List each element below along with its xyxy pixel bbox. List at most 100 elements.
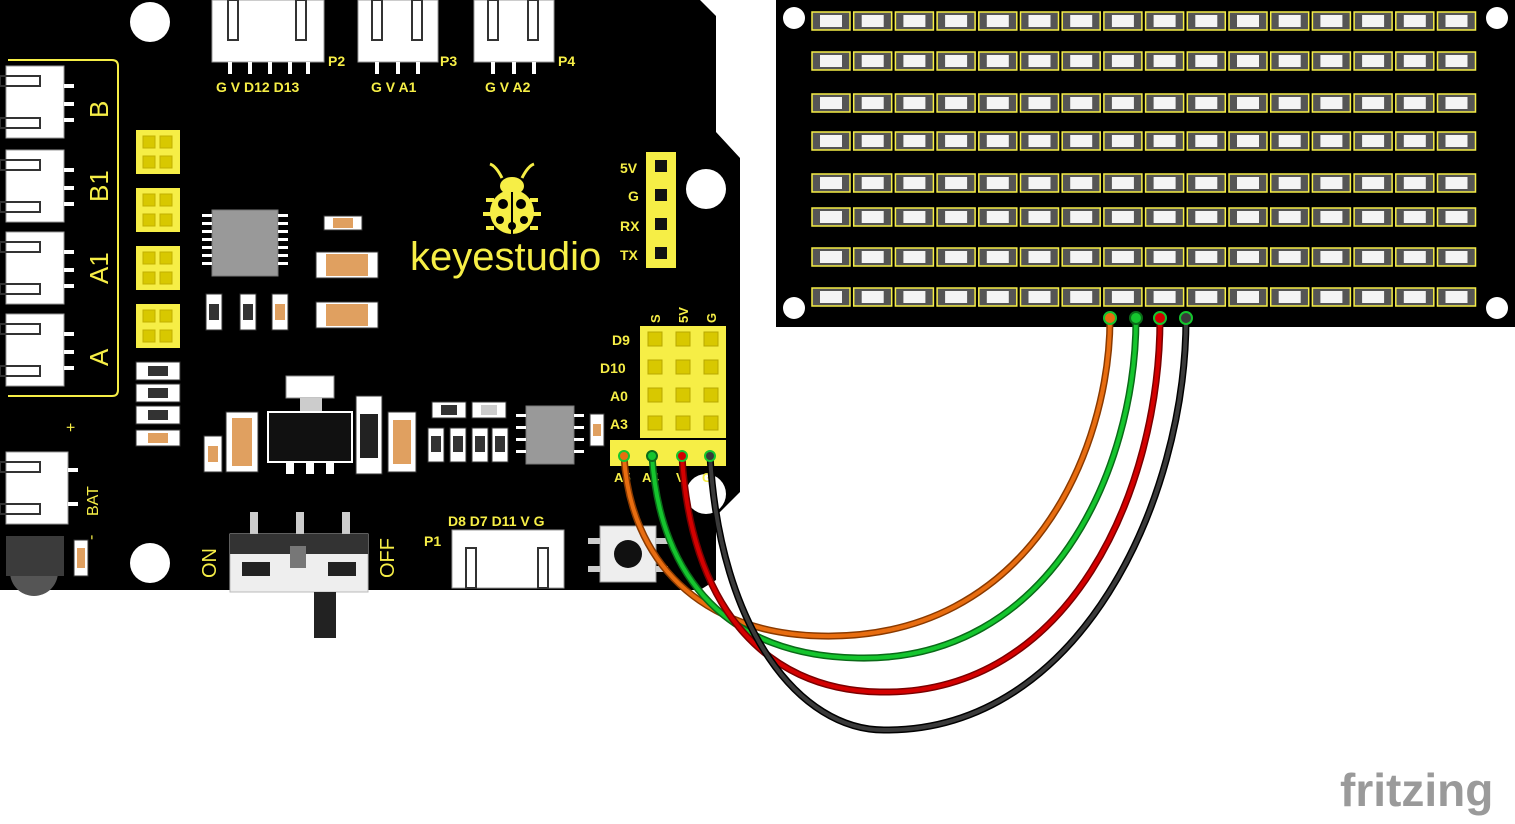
led-pixel — [852, 51, 893, 71]
led-pixel — [1395, 173, 1435, 193]
header-pin — [647, 359, 663, 375]
header-pin — [675, 331, 691, 347]
led-matrix-module — [776, 0, 1515, 327]
led-pixel — [894, 207, 935, 227]
mount-hole — [1486, 297, 1508, 319]
led-pixel — [811, 51, 851, 71]
serial-pin-5v: 5V — [620, 160, 638, 176]
side-connector-a1: A1 — [0, 231, 114, 305]
switch-off-label: OFF — [377, 538, 399, 578]
led-pixel — [1353, 287, 1393, 307]
mount-hole — [783, 297, 805, 319]
mount-hole — [783, 7, 805, 29]
led-pixel — [1103, 51, 1143, 71]
led-pixel — [936, 207, 976, 227]
led-pixel — [1269, 51, 1310, 71]
led-pixel — [1311, 131, 1352, 151]
led-pixel — [1228, 173, 1268, 193]
switch-on-label: ON — [199, 548, 221, 578]
led-pixel — [936, 287, 976, 307]
bat-label: BAT — [85, 486, 102, 516]
connector-p1-pins: D8 D7 D11 V G — [448, 513, 545, 529]
led-pixel — [1103, 11, 1143, 31]
led-pixel — [1103, 207, 1143, 227]
connector-p1: D8 D7 D11 V G P1 — [424, 513, 565, 589]
led-pixel — [894, 51, 935, 71]
led-pixel — [852, 93, 893, 113]
header-row-d9: D9 — [612, 332, 630, 348]
led-pixel — [1186, 287, 1227, 307]
led-pixel — [1353, 131, 1393, 151]
led-pixel — [1228, 93, 1268, 113]
led-pixel — [1061, 11, 1101, 31]
fritzing-watermark: fritzing — [1340, 764, 1493, 816]
led-pixel — [894, 287, 935, 307]
header-col-5v: 5V — [676, 307, 691, 323]
wire-red-core — [680, 316, 1162, 695]
side-connector-label: B — [84, 101, 114, 118]
header-col-s: S — [648, 314, 663, 323]
smd-resistors-left — [135, 361, 181, 447]
keyestudio-logo: keyestudio — [410, 162, 601, 279]
led-pixel — [1144, 287, 1185, 307]
led-pixel — [1436, 131, 1477, 151]
led-pixel — [1186, 247, 1227, 267]
led-pixel — [1103, 93, 1143, 113]
led-pixel — [1019, 11, 1060, 31]
led-pixel — [1269, 131, 1310, 151]
side-connector-a: A — [0, 313, 114, 387]
led-pixel — [1436, 207, 1477, 227]
header-row-d10: D10 — [600, 360, 626, 376]
led-pixel — [1186, 173, 1227, 193]
connector-p4: P4 G V A2 — [473, 0, 575, 95]
led-pixel — [1353, 173, 1393, 193]
led-pixel — [1186, 131, 1227, 151]
connector-p3-id: P3 — [440, 53, 457, 69]
connector-p3-pins: G V A1 — [371, 79, 417, 95]
led-pixel — [1228, 51, 1268, 71]
led-pixel — [1144, 173, 1185, 193]
led-pixel — [811, 11, 851, 31]
jumper-blocks — [136, 130, 180, 348]
led-pixel — [936, 11, 976, 31]
led-pixel — [1436, 51, 1477, 71]
led-pixel — [1311, 51, 1352, 71]
mount-hole — [1486, 7, 1508, 29]
jumper-block — [136, 130, 180, 174]
side-connector-b1: B1 — [0, 149, 114, 223]
led-pixel — [1144, 93, 1185, 113]
led-pixel — [1019, 173, 1060, 193]
serial-header: 5V G RX TX — [620, 152, 676, 268]
led-pixel — [1103, 287, 1143, 307]
power-switch: ON OFF — [199, 512, 399, 638]
led-pixel — [978, 131, 1018, 151]
led-pixel — [1395, 247, 1435, 267]
led-pixel — [1019, 131, 1060, 151]
brand-logo-text: keyestudio — [410, 235, 601, 279]
led-pixel — [936, 93, 976, 113]
side-connector-label: A1 — [84, 252, 114, 284]
led-pixel — [978, 11, 1018, 31]
side-connector-bracket — [8, 59, 119, 397]
side-connector-label: B1 — [84, 170, 114, 202]
led-pixel — [1061, 247, 1101, 267]
connector-p1-id: P1 — [424, 533, 441, 549]
connector-p2-id: P2 — [328, 53, 345, 69]
led-pixel — [894, 93, 935, 113]
led-pixel — [894, 131, 935, 151]
led-pixel — [1311, 11, 1352, 31]
header-pin — [703, 331, 719, 347]
led-pixel — [1228, 131, 1268, 151]
led-pixel — [852, 207, 893, 227]
battery-connector: + - BAT — [0, 423, 102, 596]
voltage-regulator — [203, 375, 417, 475]
header-pin — [647, 387, 663, 403]
header-pin — [703, 359, 719, 375]
led-pixel — [852, 131, 893, 151]
led-pixel — [1269, 93, 1310, 113]
led-pixel — [1103, 247, 1143, 267]
led-pixel — [1228, 11, 1268, 31]
led-pixel — [1103, 173, 1143, 193]
connector-p4-pins: G V A2 — [485, 79, 531, 95]
